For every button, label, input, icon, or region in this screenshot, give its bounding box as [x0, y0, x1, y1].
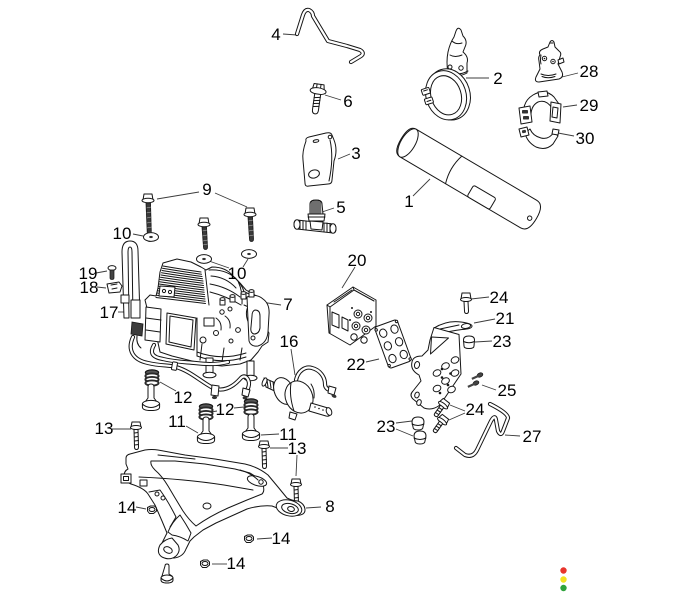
svg-text:28: 28	[580, 62, 599, 81]
svg-text:9: 9	[202, 180, 211, 199]
svg-text:10: 10	[113, 224, 132, 243]
svg-text:5: 5	[336, 198, 345, 217]
svg-text:20: 20	[348, 251, 367, 270]
svg-text:19: 19	[79, 264, 98, 283]
svg-text:25: 25	[498, 381, 517, 400]
svg-text:17: 17	[100, 303, 119, 322]
svg-text:1: 1	[404, 192, 413, 211]
svg-text:23: 23	[493, 332, 512, 351]
svg-text:7: 7	[283, 295, 292, 314]
svg-text:18: 18	[80, 278, 99, 297]
svg-text:29: 29	[580, 96, 599, 115]
svg-text:24: 24	[466, 400, 485, 419]
svg-text:8: 8	[325, 497, 334, 516]
svg-text:4: 4	[271, 25, 280, 44]
svg-text:11: 11	[168, 412, 186, 431]
svg-text:21: 21	[496, 309, 515, 328]
svg-text:14: 14	[272, 529, 291, 548]
svg-text:22: 22	[347, 355, 366, 374]
svg-text:24: 24	[490, 288, 509, 307]
svg-text:10: 10	[228, 264, 247, 283]
svg-text:14: 14	[118, 498, 137, 517]
svg-text:12: 12	[216, 400, 235, 419]
svg-text:30: 30	[576, 129, 595, 148]
svg-text:14: 14	[227, 554, 246, 573]
svg-text:27: 27	[523, 427, 542, 446]
svg-text:2: 2	[493, 69, 502, 88]
svg-text:12: 12	[174, 388, 193, 407]
svg-text:13: 13	[288, 439, 307, 458]
svg-text:3: 3	[351, 144, 360, 163]
svg-text:16: 16	[280, 332, 299, 351]
svg-text:13: 13	[95, 419, 114, 438]
svg-text:6: 6	[343, 92, 352, 111]
svg-text:23: 23	[377, 417, 396, 436]
svg-text:11: 11	[279, 425, 297, 444]
